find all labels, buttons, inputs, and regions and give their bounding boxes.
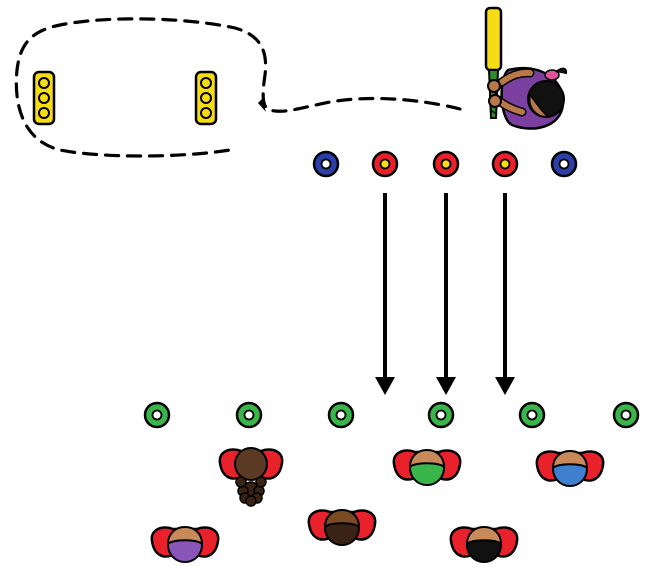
fielder-1 <box>218 447 284 507</box>
bat-icon <box>484 6 503 72</box>
fielder-3 <box>535 449 605 487</box>
marker-bottom-4 <box>427 401 455 429</box>
batter-icon <box>484 6 568 130</box>
stumps-right <box>194 70 218 126</box>
marker-bottom-2 <box>235 401 263 429</box>
marker-bottom-1 <box>143 401 171 429</box>
marker-top-2 <box>371 150 399 178</box>
fielder-6 <box>449 525 519 563</box>
marker-top-1 <box>312 150 340 178</box>
marker-bottom-6 <box>612 401 640 429</box>
arrow-1 <box>375 193 395 395</box>
arrow-2 <box>436 193 456 395</box>
fielder-5 <box>307 508 377 546</box>
fielder-4 <box>150 525 220 563</box>
marker-top-5 <box>550 150 578 178</box>
path-arrowhead-icon <box>258 99 266 112</box>
marker-bottom-3 <box>327 401 355 429</box>
marker-bottom-5 <box>518 401 546 429</box>
fielder-icon <box>218 447 284 507</box>
stumps-icon <box>32 70 56 126</box>
fielder-icon <box>449 525 519 563</box>
stumps-left <box>32 70 56 126</box>
stumps-icon <box>194 70 218 126</box>
running-path <box>14 17 462 158</box>
top-markers <box>312 150 578 178</box>
marker-top-3 <box>432 150 460 178</box>
marker-top-4 <box>491 150 519 178</box>
fielder-2 <box>392 448 462 486</box>
fielder-icon <box>150 525 220 563</box>
fielder-icon <box>392 448 462 486</box>
fielder-icon <box>535 449 605 487</box>
bottom-markers <box>143 401 640 429</box>
fielders <box>150 447 605 563</box>
arrows <box>375 193 515 395</box>
fielder-icon <box>307 508 377 546</box>
arrow-3 <box>495 193 515 395</box>
batter <box>484 6 568 130</box>
